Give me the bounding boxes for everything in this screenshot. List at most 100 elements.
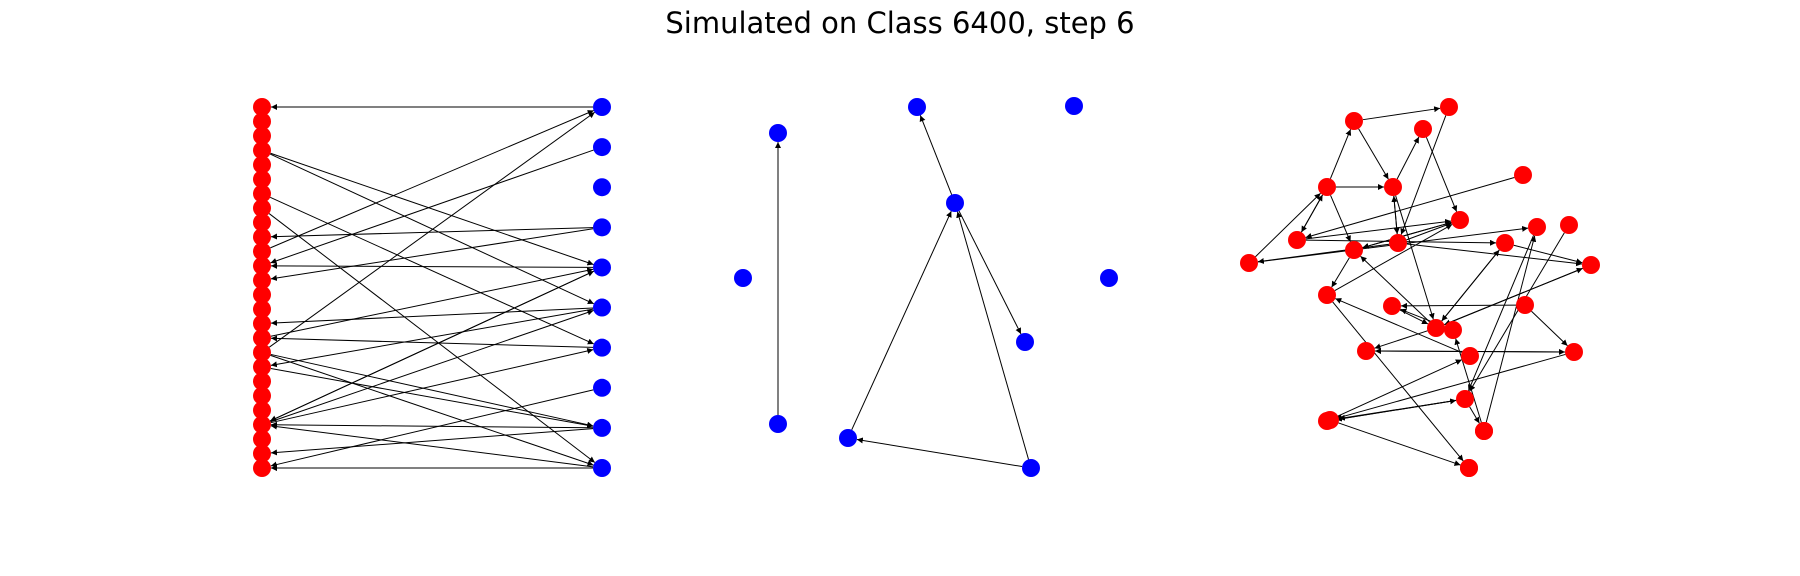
blue-node <box>839 429 857 447</box>
red-graph-edge <box>1393 195 1400 235</box>
bipartite-edge <box>270 267 594 337</box>
left-node <box>253 184 271 203</box>
right-node <box>593 418 611 437</box>
red-graph-edge <box>1454 338 1482 423</box>
bipartite-edge <box>270 308 594 368</box>
red-graph-edge <box>1441 249 1500 322</box>
blue-graph-edge <box>856 437 1023 468</box>
left-node <box>253 141 271 160</box>
red-graph-edge <box>1300 194 1324 233</box>
left-node <box>253 285 271 304</box>
red-node <box>1389 234 1407 252</box>
red-node <box>1383 297 1401 315</box>
right-node <box>593 338 611 357</box>
blue-node <box>1016 333 1034 351</box>
left-node <box>253 459 271 477</box>
left-node <box>253 314 271 333</box>
bipartite-edge <box>270 307 594 326</box>
red-graph-edge <box>1406 222 1452 241</box>
red-node <box>1460 459 1478 477</box>
left-node <box>253 386 271 405</box>
red-graph-edge <box>1469 232 1565 392</box>
bipartite-edge <box>270 368 594 429</box>
red-graph-edge <box>1362 221 1452 249</box>
red-graph-edge <box>1531 310 1568 347</box>
red-node <box>1516 296 1534 314</box>
bipartite-edge <box>270 423 594 468</box>
left-node <box>253 430 271 449</box>
red-graph-edge <box>1331 257 1350 288</box>
red-node <box>1288 231 1306 249</box>
bipartite-graph-panel <box>253 98 611 477</box>
red-node <box>1318 178 1336 196</box>
bipartite-edge <box>270 262 594 269</box>
bipartite-edge <box>269 270 595 422</box>
bipartite-edge <box>270 228 594 281</box>
bipartite-edge <box>270 335 594 348</box>
left-node <box>253 357 271 376</box>
left-node <box>253 329 271 348</box>
red-graph-edge <box>1332 301 1464 462</box>
left-node <box>253 401 271 420</box>
red-graph-edge <box>1360 255 1430 323</box>
right-node <box>593 218 611 237</box>
blue-node <box>908 98 926 116</box>
red-node <box>1318 286 1336 304</box>
red-node <box>1444 321 1462 339</box>
red-node <box>1582 256 1600 274</box>
red-node <box>1240 254 1258 272</box>
blue-node <box>946 194 964 212</box>
right-node <box>593 378 611 397</box>
red-node <box>1475 422 1493 440</box>
bipartite-edge <box>270 428 594 456</box>
left-node <box>253 227 271 246</box>
bipartite-edge <box>270 149 594 264</box>
right-node <box>593 258 611 277</box>
red-node <box>1384 178 1402 196</box>
red-graph-edge <box>1334 223 1453 292</box>
bipartite-edge <box>269 111 595 348</box>
red-graph-edge <box>1468 235 1534 391</box>
right-node <box>593 459 611 477</box>
blue-node <box>1065 97 1083 115</box>
left-node <box>253 126 271 145</box>
left-node <box>253 213 271 232</box>
left-node <box>253 444 271 463</box>
bipartite-edge <box>270 309 594 423</box>
red-node <box>1451 211 1469 229</box>
red-graph-edge <box>1335 353 1566 420</box>
blue-component-graph-panel <box>734 97 1118 477</box>
red-graph-edge <box>1485 235 1537 423</box>
red-graph-edge <box>1469 406 1480 424</box>
figure-title: Simulated on Class 6400, step 6 <box>665 6 1135 40</box>
left-node <box>253 98 271 116</box>
bipartite-edge <box>270 389 594 468</box>
red-graph-edge <box>1396 136 1420 180</box>
red-graph-edge <box>1513 244 1583 265</box>
red-node <box>1496 234 1514 252</box>
red-graph-edge <box>1395 195 1435 320</box>
blue-node <box>1022 459 1040 477</box>
left-node <box>253 300 271 319</box>
red-graph-edge <box>1329 129 1352 179</box>
blue-graph-edge <box>956 211 1029 460</box>
red-node <box>1514 166 1532 184</box>
bipartite-edge <box>270 353 594 428</box>
bipartite-edge <box>270 354 594 467</box>
red-graph-edge <box>1305 218 1452 240</box>
red-node <box>1461 347 1479 365</box>
left-node <box>253 199 271 218</box>
bipartite-edge <box>269 153 595 305</box>
left-node <box>253 242 271 261</box>
red-node <box>1528 218 1546 236</box>
right-node <box>593 178 611 197</box>
bipartite-edge <box>270 152 594 266</box>
red-graph-edge <box>1358 128 1389 180</box>
blue-graph-edge <box>919 115 953 195</box>
red-graph-edge <box>1334 359 1463 418</box>
red-graph-edge <box>1374 330 1428 350</box>
left-node <box>253 343 271 362</box>
right-node <box>593 138 611 157</box>
left-node <box>253 271 271 290</box>
